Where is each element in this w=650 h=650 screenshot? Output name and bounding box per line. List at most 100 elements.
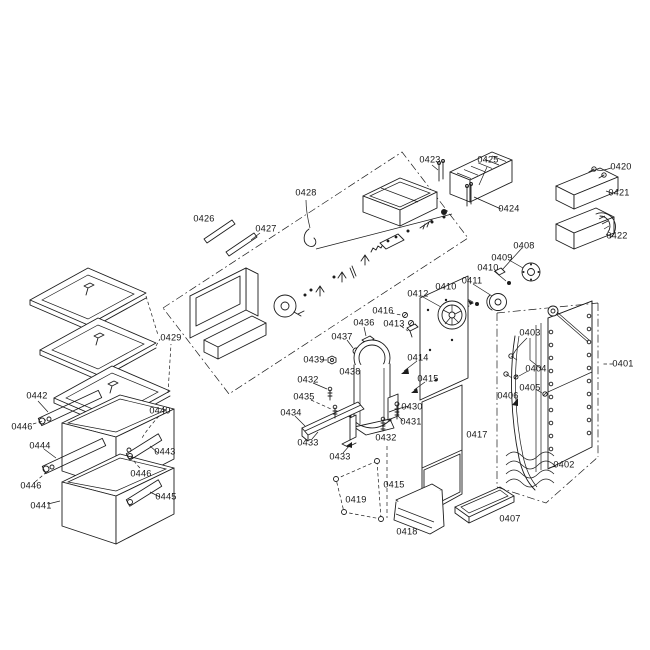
part-label-0436-17: 0436: [353, 317, 374, 327]
ice-chute-0430: [348, 339, 410, 436]
labels-layer: 0423 0425 0420 0421 0424 0422 0428 0426 0427 0408…: [11, 154, 633, 536]
part-label-0428-6: 0428: [295, 187, 316, 197]
icemaker-unit-0421: [555, 167, 619, 210]
part-label-0406-26: 0406: [497, 390, 518, 400]
bolt-0432-lower: [380, 416, 386, 432]
serpentine-tube-0402: [505, 451, 557, 488]
bearing-0410-upper: [493, 270, 511, 285]
part-label-0432-30: 0432: [297, 374, 318, 384]
part-label-0438-20: 0438: [339, 366, 360, 376]
part-label-0433-37: 0433: [329, 451, 350, 461]
motor-0409: [508, 259, 541, 282]
bolt-0404: [513, 370, 529, 380]
motor-0411: [472, 283, 507, 311]
part-label-0412-14: 0412: [407, 288, 428, 298]
bolt-0431: [394, 401, 404, 422]
fan-0412: [422, 296, 467, 330]
part-label-0444-46: 0444: [29, 440, 50, 450]
part-label-0416-15: 0416: [372, 305, 393, 315]
part-label-0439-19: 0439: [303, 354, 324, 364]
ice-mold-box: [362, 177, 438, 227]
part-label-0407-42: 0407: [499, 513, 520, 523]
part-label-0441-51: 0441: [30, 500, 51, 510]
part-label-0405-25: 0405: [519, 382, 540, 392]
linkage-parts: [303, 209, 453, 297]
bracket-0433-left-leader: [311, 431, 319, 440]
part-label-0411-12: 0411: [462, 275, 483, 285]
part-label-0446-48: 0446: [130, 468, 151, 478]
cam-wheel: [273, 294, 305, 318]
part-label-0404-24: 0404: [525, 363, 546, 373]
drawer-leader-lines: [32, 400, 161, 505]
part-label-0414-21: 0414: [407, 352, 428, 362]
part-label-0442-43: 0442: [26, 390, 47, 400]
cover-tray-0407: [454, 486, 515, 524]
part-label-0443-47: 0443: [154, 446, 175, 456]
part-label-0440-44: 0440: [149, 405, 170, 415]
part-label-0424-4: 0424: [498, 203, 519, 213]
part-label-0413-16: 0413: [383, 318, 404, 328]
part-label-0403-23: 0403: [519, 327, 540, 337]
part-label-0418-41: 0418: [396, 526, 417, 536]
drawer-rail-left-lower: [41, 437, 107, 475]
rail-clips: [46, 416, 132, 470]
part-label-0409-10: 0409: [491, 252, 512, 262]
part-label-0445-50: 0445: [155, 491, 176, 501]
part-label-0427-8: 0427: [255, 223, 276, 233]
part-label-0423-0: 0423: [419, 154, 440, 164]
bracket-0433-center: [341, 414, 357, 454]
bolt-0432-upper: [312, 382, 333, 401]
part-label-0410-11: 0410: [477, 262, 498, 272]
glass-shelf-2: [39, 317, 157, 381]
bracket-0413: [400, 323, 419, 338]
part-label-0432-35: 0432: [375, 432, 396, 442]
heater-strip-0427: [225, 232, 261, 257]
bolt-0405: [536, 389, 548, 397]
part-label-0430-33: 0430: [401, 401, 422, 411]
part-label-0415-39: 0415: [383, 479, 404, 489]
part-label-0420-2: 0420: [610, 161, 631, 171]
part-label-0421-3: 0421: [608, 187, 629, 197]
part-label-0415-22: 0415: [417, 373, 438, 383]
part-label-0437-18: 0437: [331, 331, 352, 341]
part-label-0422-5: 0422: [606, 230, 627, 240]
part-label-0402-28: 0402: [553, 459, 574, 469]
screw-callout-0419: [333, 458, 384, 522]
part-label-0425-1: 0425: [477, 154, 498, 164]
part-label-0401-27: 0401: [612, 358, 633, 368]
vent-panel-0417: [421, 384, 463, 517]
drawer-rail-left-upper: [37, 389, 103, 427]
evaporator-coil: [547, 300, 593, 470]
pin-0424: [465, 182, 502, 210]
evap-fan-motor: [547, 305, 590, 343]
fill-hook-0428: [303, 199, 317, 247]
assembly-boundary: [162, 151, 469, 395]
part-label-0426-7: 0426: [193, 213, 214, 223]
part-label-0431-34: 0431: [400, 416, 421, 426]
control-module: [189, 267, 267, 360]
glass-shelf-1: [29, 267, 147, 331]
part-label-0433-36: 0433: [297, 437, 318, 447]
pin-0423: [431, 159, 445, 182]
evap-compartment-0401: [496, 302, 613, 504]
mounting-bracket-0425: [449, 151, 513, 203]
part-label-0429-29: 0429: [160, 332, 181, 342]
shelf-leader-lines: [145, 295, 172, 394]
part-label-0408-9: 0408: [513, 240, 534, 250]
part-label-0435-31: 0435: [293, 391, 314, 401]
louver-0418: [393, 483, 445, 535]
part-label-0410-13: 0410: [435, 281, 456, 291]
part-label-0434-32: 0434: [280, 407, 301, 417]
part-label-0419-40: 0419: [345, 494, 366, 504]
icemaker-cover-0422: [555, 207, 616, 250]
part-label-0446-45: 0446: [11, 421, 32, 431]
drawer-lower: [61, 453, 175, 545]
part-label-0446-49: 0446: [20, 480, 41, 490]
bolt-0435: [310, 399, 338, 419]
suction-tube: [535, 323, 542, 472]
bracket-bar-0434: [294, 401, 365, 442]
part-label-0417-38: 0417: [466, 429, 487, 439]
heater-strip-0426: [203, 219, 236, 244]
